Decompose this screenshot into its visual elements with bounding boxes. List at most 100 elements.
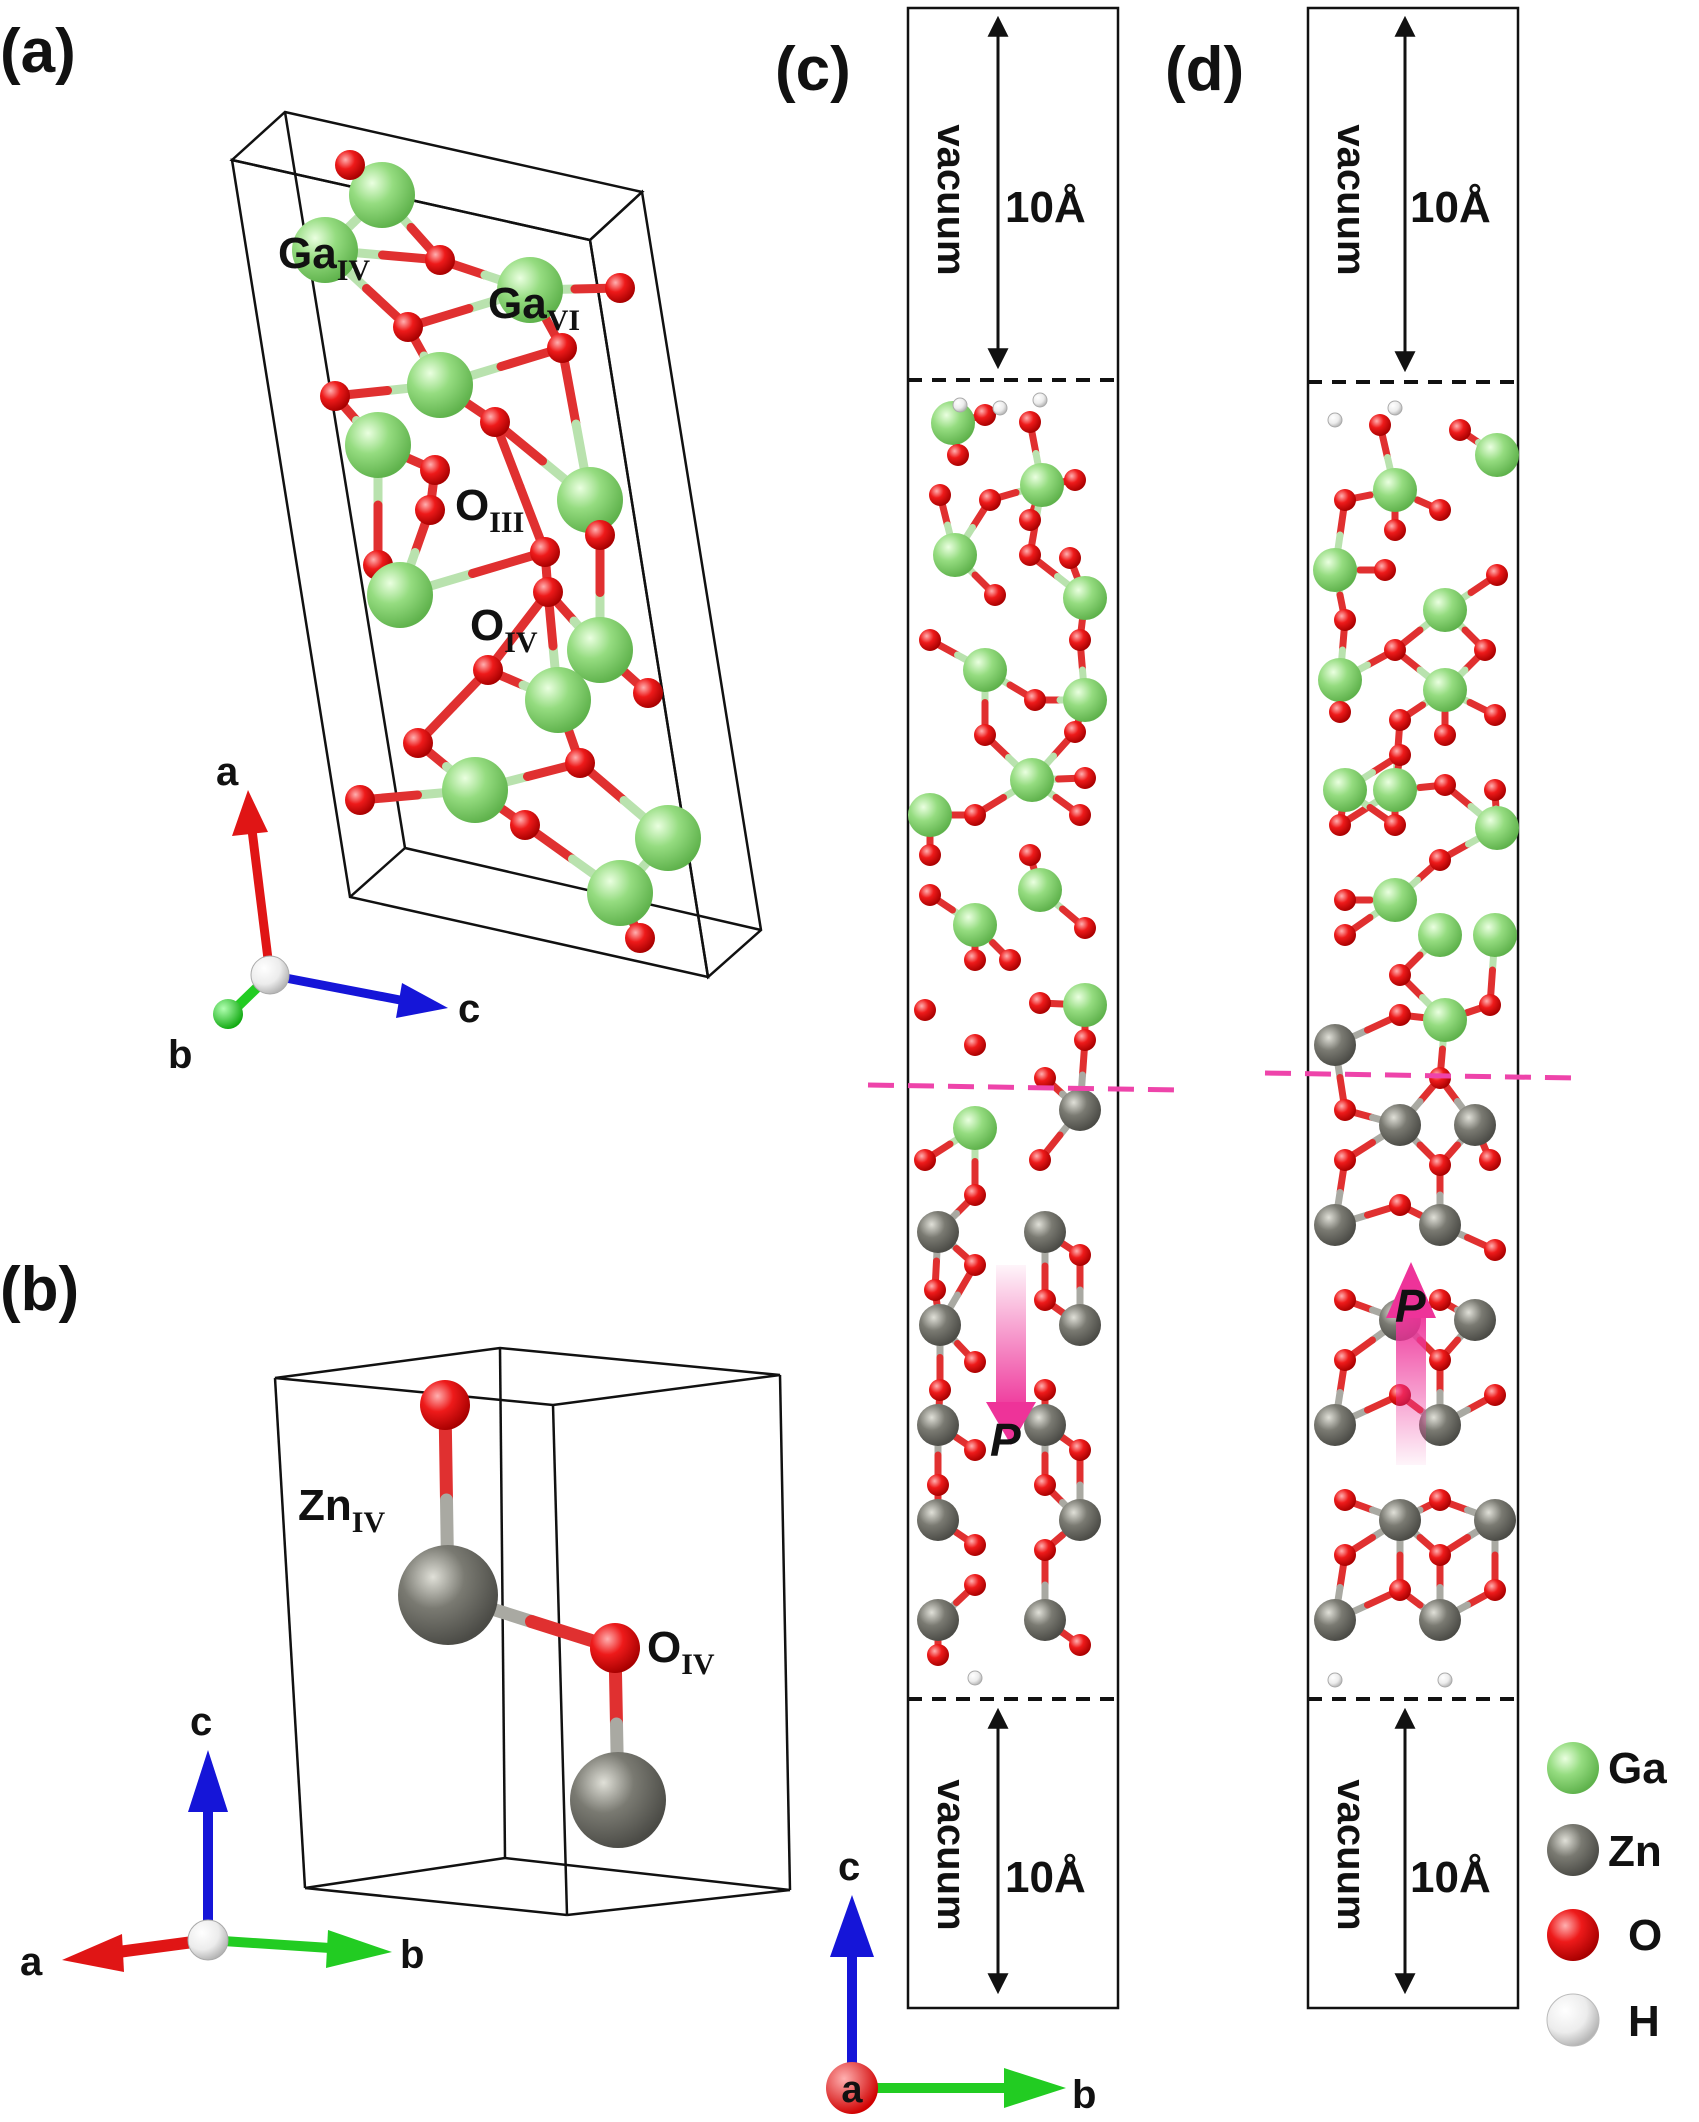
ga-atom — [1423, 588, 1467, 632]
o-atom — [1334, 1149, 1356, 1171]
o-atom — [1034, 1379, 1056, 1401]
ga-atom — [1475, 806, 1519, 850]
o-atom — [415, 495, 445, 525]
panel-b-site-labels: ZnIV OIV — [298, 1481, 715, 1681]
ga-atom — [367, 562, 433, 628]
o-atom — [345, 785, 375, 815]
panel-b-unit-cell — [273, 1346, 792, 1917]
ga-atom — [953, 1106, 997, 1150]
axis-b-tip — [213, 999, 243, 1029]
panel-c-vacuum-bottom-label: vacuum — [929, 1779, 973, 1930]
panel-a-atoms — [292, 150, 701, 953]
panel-d-polarization-label: P — [1395, 1280, 1426, 1332]
panel-c-vacuum-top-label: vacuum — [929, 124, 973, 275]
o-atom — [1334, 1289, 1356, 1311]
axis-a-arrowhead-b — [62, 1934, 124, 1972]
o-atom — [1334, 1489, 1356, 1511]
axis-a-label-b: a — [20, 1940, 43, 1984]
o-atom — [1429, 1289, 1451, 1311]
h-atom — [992, 400, 1008, 416]
ga-atom — [933, 533, 977, 577]
o-atom — [1064, 721, 1086, 743]
panel-d-atoms — [1313, 400, 1519, 1688]
panel-c-interface-line — [867, 1082, 1181, 1093]
o-atom — [964, 1439, 986, 1461]
o-atom — [1019, 844, 1041, 866]
panel-c-axis-triad: a c b — [826, 1845, 1096, 2117]
ga-atom — [1020, 463, 1064, 507]
o-atom — [425, 245, 455, 275]
panel-a: (a) GaIV GaVI OIII OIV a — [0, 17, 763, 1077]
ga-atom — [908, 793, 952, 837]
zn-atom — [1314, 1599, 1356, 1641]
panel-b: (b) ZnIV OIV c a b — [0, 1255, 792, 1984]
zn-atom — [919, 1304, 961, 1346]
o-atom — [1334, 1349, 1356, 1371]
ga-atom — [587, 860, 653, 926]
o-atom — [999, 949, 1021, 971]
o-atom — [1389, 744, 1411, 766]
ga-atom — [292, 217, 358, 283]
o-atom — [1484, 704, 1506, 726]
zn-atom — [1024, 1404, 1066, 1446]
o-atom — [1486, 564, 1508, 586]
o-atom — [1064, 469, 1086, 491]
zn-atom — [1454, 1104, 1496, 1146]
o-atom — [480, 407, 510, 437]
zn-atom — [1454, 1299, 1496, 1341]
o-atom — [1034, 1474, 1056, 1496]
o-atom — [1069, 1439, 1091, 1461]
panel-b-atoms — [398, 1380, 666, 1848]
o-atom — [1374, 559, 1396, 581]
zn-atom — [917, 1499, 959, 1541]
ga-atom — [442, 757, 508, 823]
zn-atom — [1059, 1089, 1101, 1131]
o-atom — [533, 577, 563, 607]
ga-atom — [1063, 576, 1107, 620]
ga-atom — [1423, 668, 1467, 712]
h-atom — [1032, 392, 1048, 408]
panel-d: (d) vacuum vacuum 10Å 10Å P — [1165, 6, 1576, 2010]
o-atom — [1074, 917, 1096, 939]
o-atom — [1074, 767, 1096, 789]
ga-atom — [525, 667, 591, 733]
axis-b-arrowhead-b — [326, 1930, 392, 1968]
axis-b-arrowhead-c — [1004, 2068, 1066, 2108]
o-atom — [927, 1644, 949, 1666]
o-atom — [1059, 547, 1081, 569]
panel-a-axis-triad: a b c — [168, 750, 480, 1077]
zn-atom — [917, 1599, 959, 1641]
o-atom — [927, 1474, 949, 1496]
panel-c-polarization-label: P — [990, 1414, 1021, 1466]
o-atom — [964, 1574, 986, 1596]
o-atom — [1069, 1244, 1091, 1266]
panel-d-vacuum-bottom-label: vacuum — [1329, 1779, 1373, 1930]
ga-atom — [345, 412, 411, 478]
o-atom — [1479, 1149, 1501, 1171]
axis-origin — [250, 955, 290, 995]
o-atom — [1389, 964, 1411, 986]
o-atom — [964, 1034, 986, 1056]
h-atom — [1327, 412, 1343, 428]
o-atom — [1484, 779, 1506, 801]
o-atom — [1484, 1384, 1506, 1406]
o-atom — [929, 1379, 951, 1401]
o-atom — [530, 537, 560, 567]
zn-atom — [1024, 1599, 1066, 1641]
label-ga-iv: GaIV — [278, 229, 370, 287]
zn-atom — [398, 1545, 498, 1645]
ga-atom — [1010, 758, 1054, 802]
o-atom — [547, 333, 577, 363]
zn-atom — [1314, 1024, 1356, 1066]
o-atom — [1389, 1004, 1411, 1026]
zn-atom — [1419, 1204, 1461, 1246]
panel-d-vacuum-top-label: vacuum — [1329, 124, 1373, 275]
ga-atom — [931, 401, 975, 445]
o-atom — [1429, 1349, 1451, 1371]
ga-atom — [963, 648, 1007, 692]
panel-c: (c) vacuum vacuum 10Å 10Å P a c b — [775, 6, 1181, 2117]
axis-b-label-b: b — [400, 1933, 424, 1977]
legend-zn-swatch — [1547, 1824, 1599, 1876]
o-atom — [964, 1254, 986, 1276]
o-atom — [974, 724, 996, 746]
